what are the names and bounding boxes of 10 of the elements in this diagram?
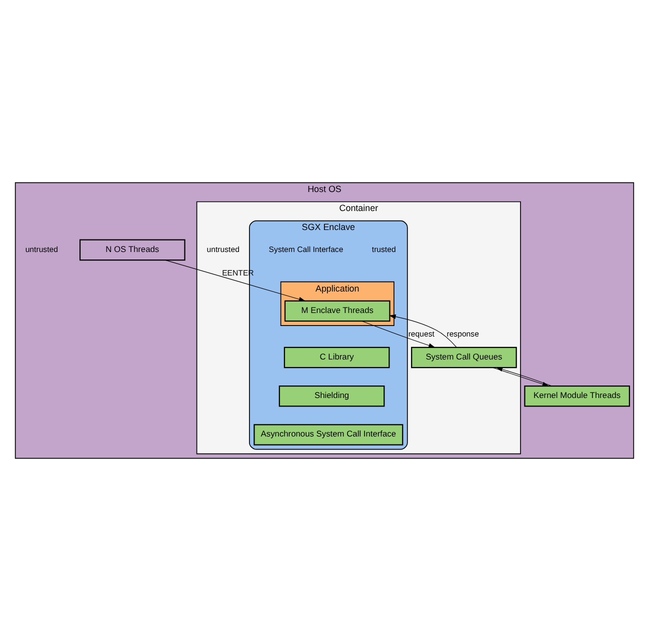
node-box: Asynchronous System Call Interface — [254, 424, 404, 445]
arrow — [164, 259, 306, 301]
node-box: Kernel Module Threads — [524, 384, 630, 406]
arrow — [389, 314, 457, 347]
arrow — [362, 320, 436, 348]
node-box: C Library — [284, 346, 390, 368]
node-box: Shielding — [278, 384, 385, 406]
node-box: N OS Threads — [79, 238, 186, 260]
node-box: M Enclave Threads — [284, 300, 390, 322]
node-box: System Call Queues — [411, 346, 517, 368]
